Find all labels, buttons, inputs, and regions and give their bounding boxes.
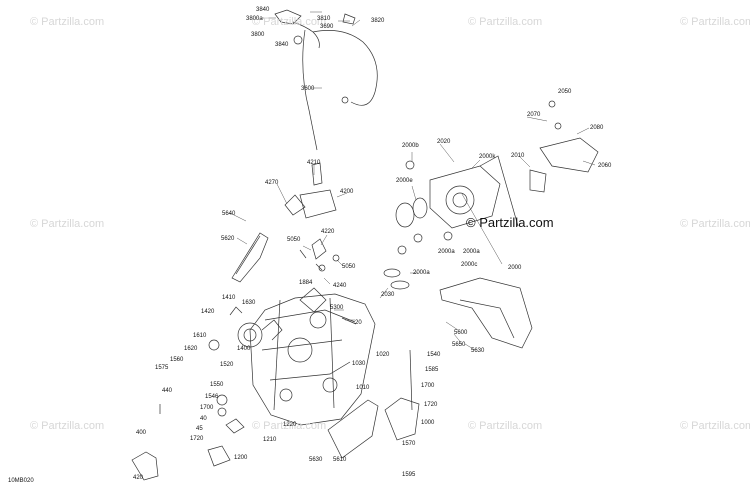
callout-label: 3810: [317, 16, 331, 22]
callout-label: 2020: [437, 139, 451, 145]
watermark: © Partzilla.com: [468, 16, 543, 28]
callout-label: 5640: [222, 211, 236, 217]
cable-bracket-part: [274, 9, 302, 25]
watermark: © Partzilla.com: [30, 420, 105, 432]
callout-label: 5050: [342, 264, 356, 270]
callout-label: 2060: [598, 163, 612, 169]
callout-label: 400: [136, 430, 147, 436]
callout-label: 4200: [340, 189, 354, 195]
cable-line: [302, 29, 318, 151]
watermark: © Partzilla.com: [680, 420, 750, 432]
callout-label: 2000c: [461, 262, 478, 268]
callout-label: 1546: [205, 394, 219, 400]
callout-label: 3820: [371, 18, 385, 24]
pump-1400: [237, 322, 263, 348]
watermark: © Partzilla.com: [30, 16, 105, 28]
callout-label: 5650: [452, 342, 466, 348]
callout-label: 1200: [234, 455, 248, 461]
callout-label: 1550: [210, 382, 224, 388]
callout-label: 5300: [330, 305, 344, 311]
callout-label: 2030: [381, 292, 395, 298]
callout-label: 5050: [287, 237, 301, 243]
callout-label: 1020: [376, 352, 390, 358]
callout-label: 2000e: [396, 178, 413, 184]
watermark: © Partzilla.com: [252, 420, 327, 432]
callout-label: 1585: [425, 367, 439, 373]
callout-label: 1610: [193, 333, 207, 339]
callout-label: 1700: [421, 383, 435, 389]
callout-label: 5600: [454, 330, 468, 336]
callout-label: 4220: [321, 229, 335, 235]
engine-block: [249, 293, 376, 426]
callout-label: 1575: [155, 365, 169, 371]
callout-label: 1400: [237, 346, 251, 352]
callout-label: 1570: [402, 441, 416, 447]
bracket-1000: [384, 397, 420, 441]
callout-label: 2070: [527, 112, 541, 118]
callout-label: 3600: [301, 86, 315, 92]
callout-label: 1520: [220, 362, 234, 368]
callout-label: 45: [196, 426, 203, 432]
callout-label: 3690: [320, 24, 334, 30]
callout-label: 2080: [590, 125, 604, 131]
callout-label: 2050: [558, 89, 572, 95]
bracket-2060: [539, 137, 599, 173]
diagram-code: 10MB020: [8, 478, 34, 484]
callout-label: 5620: [221, 236, 235, 242]
callout-label: 1010: [356, 385, 370, 391]
callout-label: 2000b: [402, 143, 419, 149]
callout-label: 2000k: [479, 154, 496, 160]
callout-label: 2000a: [438, 249, 455, 255]
callout-label: 5630: [309, 457, 323, 463]
watermark: © Partzilla.com: [680, 16, 750, 28]
watermark: © Partzilla.com: [252, 16, 327, 28]
cover-5610: [327, 399, 379, 459]
cover-5620: [231, 232, 269, 283]
callout-label: 440: [162, 388, 173, 394]
bracket-4200: [299, 189, 337, 219]
bracket-400: [131, 451, 159, 481]
callout-label: 2000a: [413, 270, 430, 276]
watermark-main: © Partzilla.com: [466, 215, 554, 230]
callout-label: 1210: [263, 437, 277, 443]
callout-label: 4270: [265, 180, 279, 186]
callout-label: 1560: [170, 357, 184, 363]
callout-label: 1595: [402, 472, 416, 478]
callout-label: 4210: [307, 160, 321, 166]
callout-label: 3800a: [246, 16, 263, 22]
callout-label: 1030: [352, 361, 366, 367]
callout-label: 420: [133, 475, 144, 481]
callout-label: 1540: [427, 352, 441, 358]
callout-label: 1410: [222, 295, 236, 301]
callout-label: 1000: [421, 420, 435, 426]
callout-label: 1720: [190, 436, 204, 442]
bracket-1200: [207, 445, 231, 467]
callout-label: 20: [355, 320, 362, 326]
callout-label: 3840: [256, 7, 270, 13]
watermark: © Partzilla.com: [680, 218, 750, 230]
callout-label: 40: [200, 416, 207, 422]
callout-label: 1220: [283, 422, 297, 428]
callout-label: 4240: [333, 283, 347, 289]
callout-label: 5610: [333, 457, 347, 463]
callout-label: 3840: [275, 42, 289, 48]
callout-label: 1620: [184, 346, 198, 352]
callout-label: 2010: [511, 153, 525, 159]
callout-label: 1630: [242, 300, 256, 306]
callout-label: 1700: [200, 405, 214, 411]
callout-label: 5630: [471, 348, 485, 354]
callout-label: 2000: [508, 265, 522, 271]
callout-label: 2000a: [463, 249, 480, 255]
heat-shield-5600: [439, 277, 533, 349]
callout-label: 1420: [201, 309, 215, 315]
callout-label: 3800: [251, 32, 265, 38]
callout-label: 1720: [424, 402, 438, 408]
watermark: © Partzilla.com: [468, 420, 543, 432]
callout-label: 1884: [299, 280, 313, 286]
watermark: © Partzilla.com: [30, 218, 105, 230]
